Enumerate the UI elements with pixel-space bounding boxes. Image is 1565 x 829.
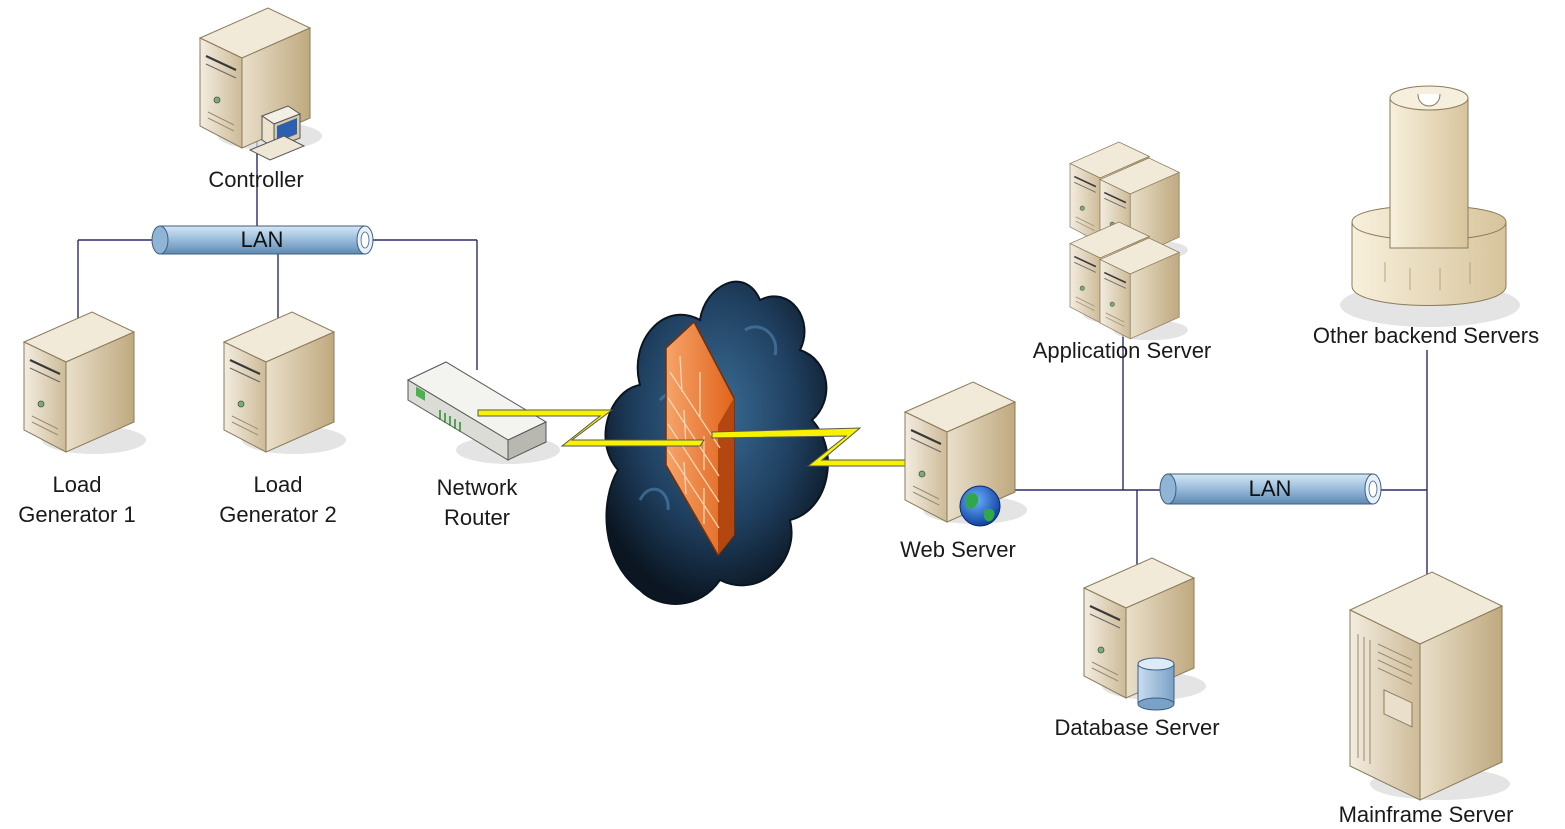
mainframe-server-label: Mainframe Server [1339, 802, 1514, 827]
load-generator-1-label-line2: Generator 1 [18, 502, 135, 527]
lan-left-tube [151, 225, 374, 255]
network-router-label-line1: Network [437, 475, 519, 500]
network-router-label-line2: Router [444, 505, 510, 530]
wan-link-left [477, 409, 705, 447]
application-server-label: Application Server [1033, 338, 1212, 363]
load-generator-1-server-icon [22, 310, 148, 456]
database-cylinder-icon [1137, 657, 1175, 711]
lan-right-label: LAN [1249, 476, 1292, 501]
load-generator-2-label-line2: Generator 2 [219, 502, 336, 527]
wires-left [77, 88, 478, 375]
load-generator-2-server-icon [222, 310, 348, 456]
other-backend-servers-icon [1340, 85, 1520, 327]
workstation-icon [248, 105, 306, 161]
mainframe-server-icon [1348, 571, 1510, 801]
load-generator-1-label-line1: Load [53, 472, 102, 497]
web-server-label: Web Server [900, 537, 1016, 562]
other-backend-servers-label: Other backend Servers [1313, 323, 1539, 348]
controller-label: Controller [208, 167, 303, 192]
globe-icon [959, 485, 1001, 527]
database-server-label: Database Server [1054, 715, 1219, 740]
lan-right-tube [1159, 473, 1382, 505]
lan-left-label: LAN [241, 227, 284, 252]
controller-server-icon [198, 6, 324, 152]
network-router-icon [406, 361, 560, 464]
load-generator-2-label-line1: Load [254, 472, 303, 497]
